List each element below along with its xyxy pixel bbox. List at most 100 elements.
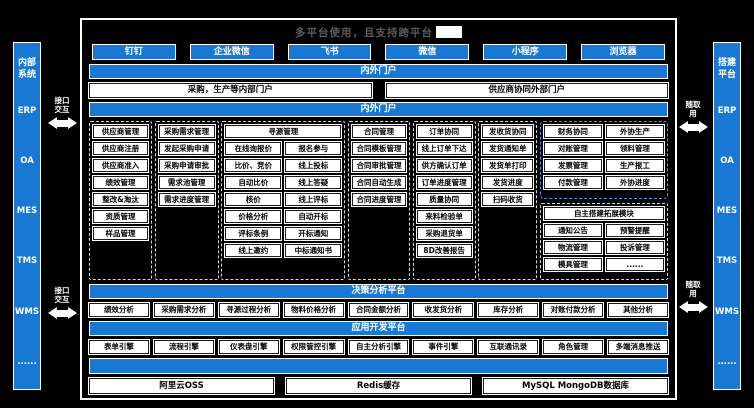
- contract-management-group: 合同管理 合同模板管理合同审批管理合同自动生成合同进度管理: [347, 121, 410, 280]
- module-box: 通知公告: [543, 223, 602, 237]
- module-box: 对账管理: [543, 142, 602, 155]
- analysis-box: 库存分析: [478, 303, 539, 317]
- module-box: 外协进度: [605, 176, 664, 189]
- module-row: 在线询报价 报名参与: [225, 142, 342, 155]
- infrastructure-box: 阿里云OSS: [89, 378, 274, 394]
- module-box: 来料检验单: [416, 210, 472, 223]
- module-box: 模具管理: [543, 257, 602, 271]
- double-arrow-icon: [47, 307, 77, 320]
- analysis-box: 其他分析: [608, 303, 669, 317]
- module-box: 领料管理: [605, 142, 664, 155]
- module-box: 供方确认订单: [416, 159, 472, 172]
- internal-system-item: MES: [16, 206, 38, 217]
- module-box: 合同自动生成: [351, 176, 406, 189]
- engine-box: 流程引擎: [153, 340, 214, 354]
- module-box: 采购退货单: [416, 227, 472, 240]
- module-grid: 供应商管理 供应商注册供应商准入绩效管理整改&淘汰资质管理样品管理 采购需求管理…: [89, 121, 668, 280]
- module-row: 付款管理 外协进度: [543, 176, 664, 189]
- build-platform-header: 搭建平台: [717, 58, 736, 80]
- module-row: 价格分析 自动开标: [225, 210, 342, 223]
- right-module-stack: 财务协同 外协生产 对账管理 领料管理 发票管理 生产报工 付款管理 外协进度 …: [539, 121, 668, 280]
- analysis-box: 绩效分析: [89, 303, 149, 317]
- build-platform-item: ......: [717, 356, 737, 367]
- analysis-box: 合同金额分析: [348, 303, 409, 317]
- module-row: 线上邀约 中标通知书: [225, 244, 342, 257]
- portal-box: 供应商协同外部门户: [385, 83, 668, 98]
- module-box: 需求池管理: [158, 176, 215, 189]
- module-box: 评标条例: [225, 227, 282, 240]
- build-platform-item: MES: [716, 206, 738, 217]
- client-channel-box: 飞书: [287, 44, 372, 60]
- module-box: 线上订单下达: [416, 142, 472, 155]
- internal-systems-header: 内部系统: [17, 58, 36, 80]
- module-box: 线上邀约: [225, 244, 282, 257]
- on-demand-use-label: 随取用: [685, 100, 701, 119]
- inner-portal-bar: 内外门户: [89, 102, 668, 117]
- module-box: 自动开标: [285, 210, 342, 223]
- group-header: 自主搭建拓展模块: [543, 206, 664, 220]
- module-box: 质量协同: [416, 193, 472, 206]
- portal-section-bar: 内外门户: [89, 64, 668, 79]
- infrastructure-box: Redis缓存: [286, 378, 471, 394]
- module-box: 付款管理: [543, 176, 602, 189]
- module-box: 发货进度: [482, 176, 534, 189]
- right-connector-top: 随取用: [676, 100, 710, 134]
- client-channel-box: 企业微信: [189, 44, 274, 60]
- group-header: 发收货协同: [482, 125, 534, 138]
- module-box: 发票管理: [543, 159, 602, 172]
- module-box: 发货通知单: [482, 142, 534, 155]
- infrastructure-row: 阿里云OSS Redis缓存 MySQL MongoDB数据库: [89, 378, 668, 394]
- internal-system-item: WMS: [15, 306, 39, 317]
- module-box: 订单进度管理: [416, 176, 472, 189]
- module-box: 供应商注册: [93, 142, 148, 155]
- build-platform-item: TMS: [716, 256, 738, 267]
- build-platform-item: WMS: [715, 306, 739, 317]
- empty-section-bar: [89, 358, 668, 374]
- module-row: 自动比价 线上答疑: [225, 176, 342, 189]
- engine-box: 角色管理: [543, 340, 604, 354]
- analysis-box: 对账付款分析: [543, 303, 604, 317]
- extension-modules-group: 自主搭建拓展模块 通知公告 预警提醒 物流管理 投诉管理 模具管理 ......: [539, 202, 668, 280]
- portals-row: 采购，生产等内部门户供应商协同外部门户: [89, 83, 668, 98]
- portal-box: 采购，生产等内部门户: [89, 83, 372, 98]
- app-dev-platform-bar: 应用开发平台: [89, 321, 668, 336]
- module-box: ......: [605, 257, 664, 271]
- module-box: 需求进度管理: [158, 193, 215, 206]
- group-header: 订单协同: [416, 125, 472, 138]
- left-connector-top: 接口交互: [45, 96, 79, 130]
- module-box: 在线询报价: [225, 142, 282, 155]
- infrastructure-box: MySQL MongoDB数据库: [483, 378, 668, 394]
- module-box: 样品管理: [93, 227, 148, 240]
- internal-system-item: OA: [20, 155, 34, 166]
- module-box: 线上答疑: [285, 176, 342, 189]
- module-box: 预警提醒: [605, 223, 664, 237]
- group-header: 采购需求管理: [158, 125, 215, 138]
- module-box: 线上评标: [285, 193, 342, 206]
- diagram-title: 多平台使用，且支持跨平台: [295, 26, 433, 39]
- module-box: 报名参与: [285, 142, 342, 155]
- engine-box: 权限管控引擎: [283, 340, 344, 354]
- supplier-management-group: 供应商管理 供应商注册供应商准入绩效管理整改&淘汰资质管理样品管理: [89, 121, 152, 280]
- analysis-box: 物料价格分析: [283, 303, 344, 317]
- left-connector-bottom: 接口交互: [45, 286, 79, 320]
- redaction-box: [436, 26, 462, 38]
- module-box: 发起采购申请: [158, 142, 215, 155]
- internal-system-item: ......: [17, 356, 37, 367]
- module-box: 合同模板管理: [351, 142, 406, 155]
- client-channel-box: 微信: [385, 44, 470, 60]
- module-row: 通知公告 预警提醒: [543, 223, 664, 237]
- decision-analysis-bar: 决策分析平台: [89, 284, 668, 299]
- module-box: 价格分析: [225, 210, 282, 223]
- internal-system-item: ERP: [17, 105, 37, 116]
- client-channels-row: 钉钉企业微信飞书微信小程序浏览器: [89, 44, 668, 60]
- module-row: 物流管理 投诉管理: [543, 240, 664, 254]
- engine-box: 表单引擎: [89, 340, 149, 354]
- module-box: 合同进度管理: [351, 193, 406, 206]
- module-box: 财务协同: [543, 125, 602, 138]
- interface-interaction-label: 接口交互: [54, 96, 70, 115]
